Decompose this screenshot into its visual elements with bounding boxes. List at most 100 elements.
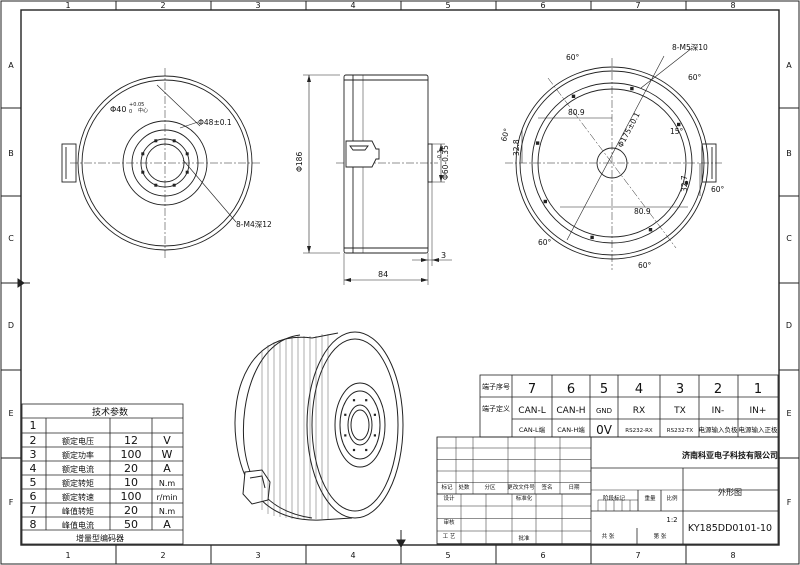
bolt-hole bbox=[684, 181, 689, 185]
rear-pcd-dim: Φ175±0.1 bbox=[616, 111, 642, 149]
param-name: 额定转速 bbox=[62, 492, 94, 502]
bolt-hole bbox=[630, 86, 634, 91]
zone-col-label-top: 7 bbox=[635, 1, 640, 10]
terminal-definition: GND bbox=[596, 407, 612, 415]
param-index: 1 bbox=[30, 419, 37, 432]
bolt-hole bbox=[365, 399, 368, 402]
drawing-number: KY185DD0101-10 bbox=[688, 523, 772, 534]
header-count: 处数 bbox=[458, 483, 470, 491]
terminal-definition: TX bbox=[673, 406, 686, 416]
bolt-hole bbox=[535, 141, 540, 145]
side-dia-dim: Φ186 bbox=[295, 152, 304, 172]
front-holes-note: 8-M4深12 bbox=[236, 220, 272, 229]
header-mark: 标记 bbox=[441, 483, 453, 491]
bolt-hole bbox=[141, 170, 145, 174]
iso-hatching bbox=[261, 334, 329, 519]
zone-row-label-left: C bbox=[8, 234, 14, 243]
param-unit: A bbox=[163, 518, 171, 531]
param-name: 峰值转矩 bbox=[62, 506, 94, 516]
terminal-note: CAN-H端 bbox=[557, 425, 585, 434]
front-bolt-holes bbox=[141, 139, 189, 187]
param-name: 额定电流 bbox=[62, 464, 94, 474]
sheet-number-label: 第 张 bbox=[654, 532, 667, 540]
terminal-number: 7 bbox=[528, 382, 536, 397]
zone-col-label-top: 1 bbox=[65, 1, 70, 10]
rear-angle-top-right: 60° bbox=[688, 73, 702, 82]
bolt-hole bbox=[154, 139, 158, 143]
bolt-hole bbox=[571, 94, 576, 98]
param-index: 5 bbox=[30, 476, 37, 489]
iso-front-face bbox=[306, 331, 404, 519]
terminal-number: 2 bbox=[714, 382, 722, 397]
front-bore-dim: Φ40 bbox=[110, 105, 126, 114]
param-name: 额定电压 bbox=[62, 436, 94, 446]
rear-angle-left: 60° bbox=[499, 127, 511, 142]
rear-holes-note: 8-M5深10 bbox=[672, 43, 708, 52]
zone-row-label-left: B bbox=[8, 149, 14, 158]
design-label: 设计 bbox=[443, 494, 455, 502]
side-connector bbox=[345, 140, 380, 168]
terminal-note: CAN-L端 bbox=[519, 425, 546, 434]
bolt-hole bbox=[185, 152, 189, 156]
param-unit: A bbox=[163, 462, 171, 475]
rear-angle-right: 60° bbox=[711, 185, 725, 194]
zone-row-label-left: F bbox=[9, 498, 14, 507]
header-docno: 更改文件号 bbox=[507, 483, 535, 491]
iso-view bbox=[234, 331, 404, 521]
zone-row-label-right: A bbox=[786, 61, 792, 70]
front-bore-tol: +0.05 bbox=[129, 102, 144, 108]
terminal-definition: IN- bbox=[712, 406, 725, 416]
terminal-definition: IN+ bbox=[750, 406, 767, 416]
side-step-dim: 3 bbox=[441, 251, 446, 260]
param-index: 3 bbox=[30, 448, 37, 461]
zone-col-label-top: 3 bbox=[255, 1, 260, 10]
terminal-definition: CAN-H bbox=[556, 406, 585, 416]
terminal-definition: CAN-L bbox=[518, 406, 545, 416]
param-name: 峰值电流 bbox=[62, 520, 94, 530]
rear-dim-y2: 32.7 bbox=[680, 175, 689, 192]
sheets-total-label: 共 张 bbox=[602, 532, 615, 540]
terminal-definition-label: 端子定义 bbox=[482, 404, 510, 413]
param-value: 20 bbox=[124, 462, 138, 475]
zone-col-label-top: 6 bbox=[540, 1, 545, 10]
bolt-hole bbox=[172, 139, 176, 143]
header-sign: 签名 bbox=[541, 483, 552, 491]
terminal-note: RS232-TX bbox=[667, 428, 694, 434]
rear-angle-small: 15° bbox=[670, 127, 684, 136]
zone-row-label-left: D bbox=[8, 321, 14, 330]
bolt-hole bbox=[352, 448, 356, 452]
param-name: 额定转矩 bbox=[62, 478, 94, 488]
front-view bbox=[61, 68, 260, 258]
terminal-note: 电源输入正极 bbox=[739, 425, 779, 434]
bolt-hole bbox=[373, 434, 376, 437]
param-value: 100 bbox=[121, 448, 142, 461]
param-unit: r/min bbox=[156, 493, 177, 502]
zone-row-label-right: E bbox=[786, 409, 791, 418]
param-value: 12 bbox=[124, 434, 138, 447]
zone-col-label-top: 5 bbox=[445, 1, 450, 10]
side-spigot-tol: -0.3 bbox=[437, 150, 443, 160]
bolt-hole bbox=[172, 183, 176, 187]
terminal-note: 0V bbox=[596, 423, 613, 437]
param-index: 7 bbox=[30, 504, 37, 517]
approve-label: 批准 bbox=[518, 534, 530, 542]
bolt-hole bbox=[344, 413, 347, 416]
terminal-note: 电源输入负极 bbox=[699, 425, 739, 434]
rear-view bbox=[505, 47, 722, 270]
bolt-hole bbox=[373, 413, 376, 416]
bolt-hole bbox=[648, 228, 653, 232]
zone-col-label-bottom: 2 bbox=[160, 551, 165, 560]
title-block-grid bbox=[436, 437, 592, 544]
zone-row-label-left: A bbox=[8, 61, 14, 70]
param-name: 额定功率 bbox=[62, 450, 94, 460]
header-date: 日期 bbox=[568, 484, 580, 491]
bolt-hole bbox=[677, 122, 681, 127]
param-unit: N.m bbox=[159, 479, 176, 488]
zone-col-label-bottom: 6 bbox=[540, 551, 545, 560]
bolt-hole bbox=[154, 183, 158, 187]
param-index: 2 bbox=[30, 434, 37, 447]
side-view bbox=[303, 74, 452, 285]
terminal-number: 1 bbox=[754, 382, 762, 397]
